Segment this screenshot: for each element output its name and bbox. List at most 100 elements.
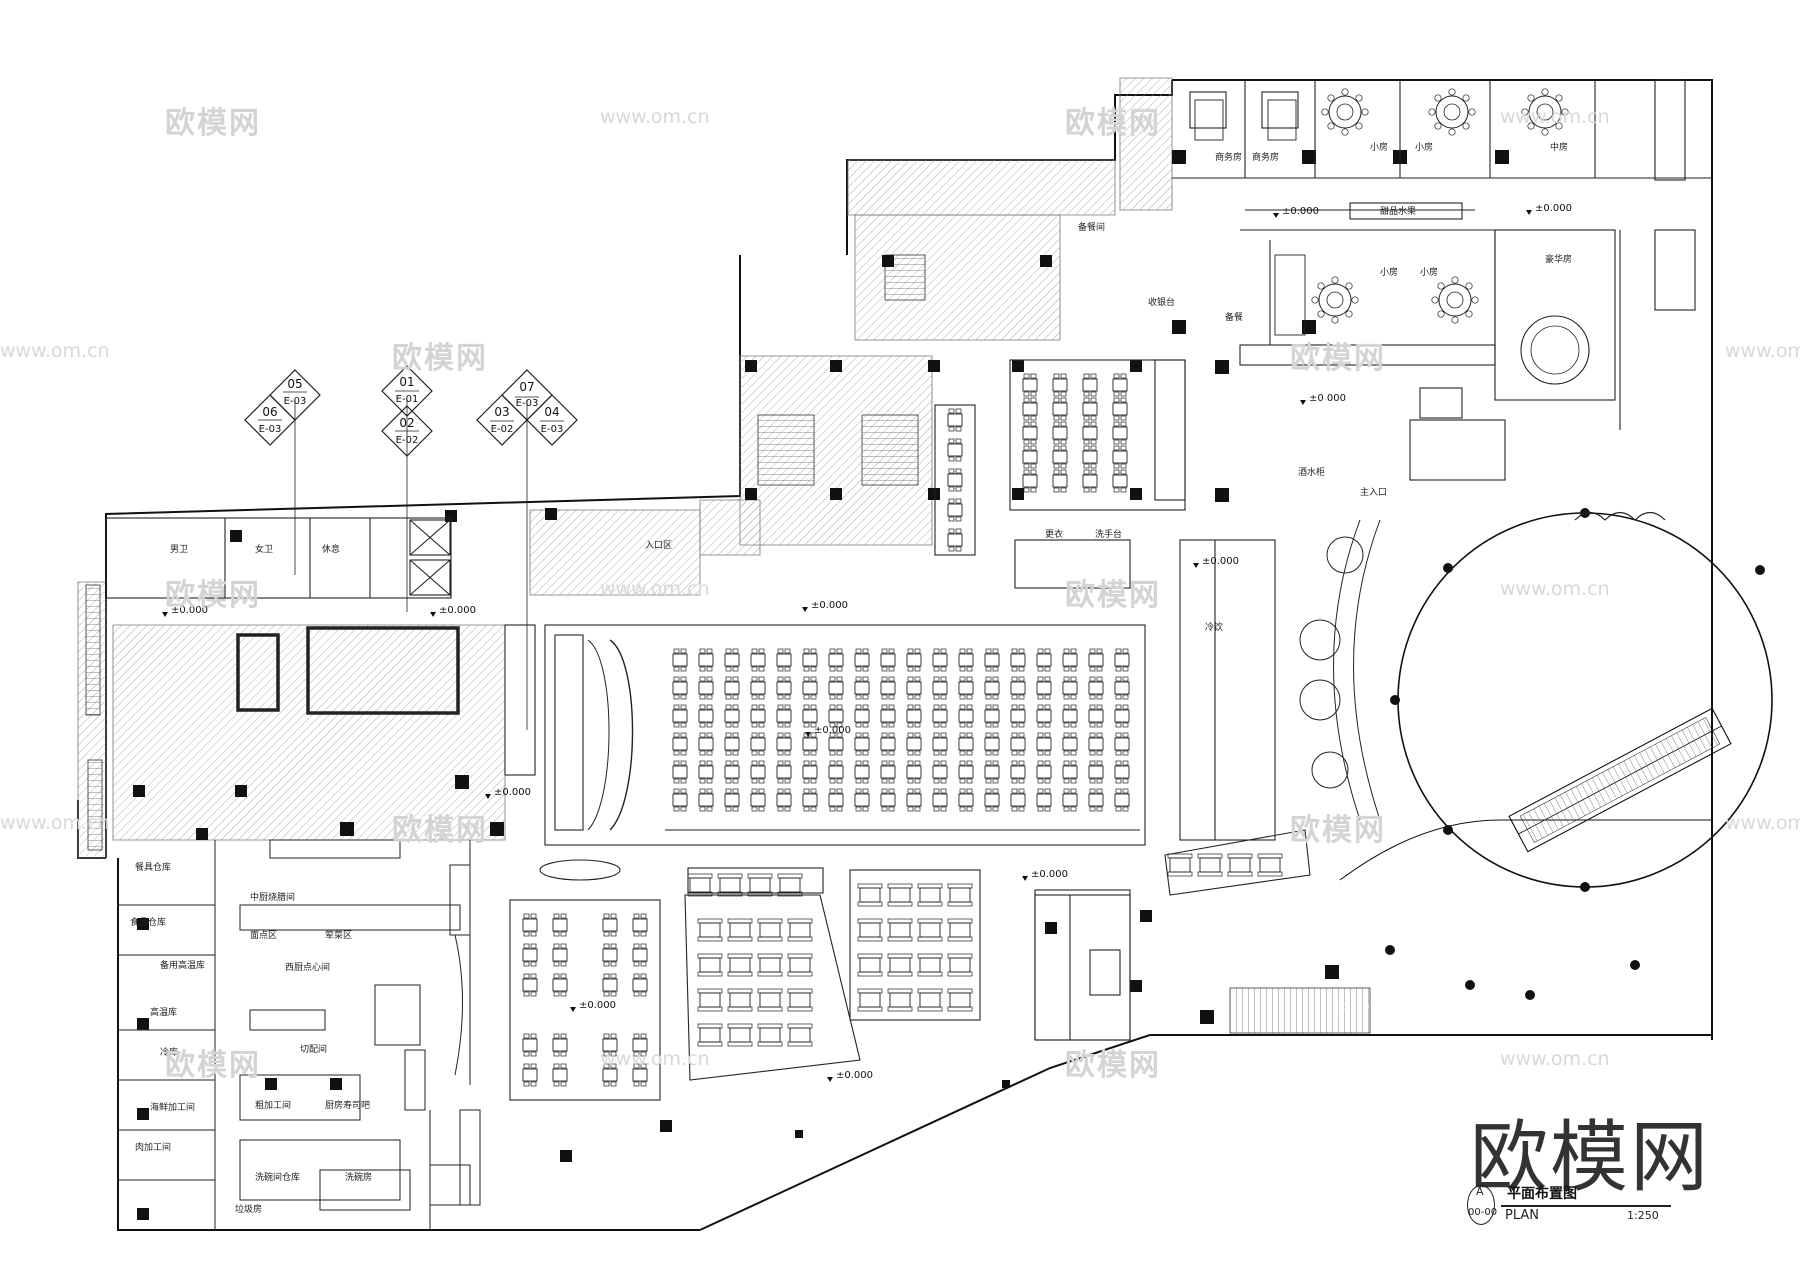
dining-table bbox=[672, 788, 688, 812]
dining-table bbox=[1088, 676, 1104, 700]
dining-table bbox=[1112, 469, 1128, 493]
watermark-url: www.om.cn bbox=[1725, 812, 1800, 834]
booth-table bbox=[757, 953, 783, 977]
dining-table bbox=[828, 732, 844, 756]
dining-table bbox=[1062, 676, 1078, 700]
dining-table bbox=[1022, 469, 1038, 493]
dining-table bbox=[947, 468, 963, 492]
elevation-label: ±0.000 bbox=[1535, 203, 1572, 214]
room-label: 洗手台 bbox=[1095, 528, 1122, 540]
atrium bbox=[1339, 512, 1773, 888]
room-label: 小房 bbox=[1380, 266, 1398, 278]
booth-table bbox=[887, 988, 913, 1012]
dining-table bbox=[552, 913, 568, 937]
sheet-symbol bbox=[1467, 1185, 1495, 1225]
watermark-url: www.om.cn bbox=[1500, 578, 1610, 600]
booth-table bbox=[857, 918, 883, 942]
marker-2-top-ref: E-01 bbox=[396, 394, 419, 405]
dining-table bbox=[932, 788, 948, 812]
dining-table bbox=[828, 760, 844, 784]
dining-table bbox=[1088, 648, 1104, 672]
dining-table bbox=[828, 676, 844, 700]
dining-table bbox=[776, 648, 792, 672]
dining-table bbox=[1114, 788, 1130, 812]
booth-table bbox=[757, 1023, 783, 1047]
watermark-brand: 欧模网 bbox=[165, 578, 261, 613]
dining-table bbox=[552, 1063, 568, 1087]
structural-columns bbox=[133, 150, 1509, 1220]
elevation-label: ±0.000 bbox=[1332, 1002, 1369, 1013]
dining-table bbox=[802, 732, 818, 756]
room-label: 小房 bbox=[1420, 266, 1438, 278]
dining-table bbox=[906, 648, 922, 672]
dining-table bbox=[1036, 648, 1052, 672]
room-label: 粗加工间 bbox=[255, 1099, 291, 1111]
booth-table bbox=[787, 988, 813, 1012]
dining-table bbox=[1052, 469, 1068, 493]
dining-table bbox=[1036, 676, 1052, 700]
dining-table bbox=[1088, 788, 1104, 812]
dining-table bbox=[906, 732, 922, 756]
dining-table bbox=[1062, 648, 1078, 672]
room-label: 入口区 bbox=[645, 540, 672, 551]
dining-table bbox=[906, 788, 922, 812]
booth-table bbox=[887, 953, 913, 977]
dining-table bbox=[1082, 397, 1098, 421]
room-label: 女卫 bbox=[255, 543, 273, 555]
dining-table bbox=[802, 676, 818, 700]
dining-table bbox=[984, 704, 1000, 728]
dining-table bbox=[1036, 788, 1052, 812]
booth-table bbox=[887, 918, 913, 942]
room-label: 垃圾房 bbox=[235, 1203, 262, 1215]
dining-table bbox=[776, 788, 792, 812]
watermark-url: www.om.cn bbox=[600, 1048, 710, 1070]
watermark-url: www.om.cn bbox=[600, 578, 710, 600]
watermark-url: www.om.cn bbox=[1500, 106, 1610, 128]
elevation-label: ±0.000 bbox=[1282, 206, 1319, 217]
booth-table bbox=[917, 988, 943, 1012]
dining-table bbox=[1010, 732, 1026, 756]
dining-table bbox=[1114, 676, 1130, 700]
dining-table bbox=[602, 913, 618, 937]
booth-table bbox=[917, 883, 943, 907]
dining-table bbox=[552, 1033, 568, 1057]
elevation-label: ±0.000 bbox=[171, 605, 208, 616]
booth-table bbox=[727, 988, 753, 1012]
dining-table bbox=[984, 732, 1000, 756]
dining-table bbox=[602, 943, 618, 967]
dining-table bbox=[1112, 397, 1128, 421]
booth-table bbox=[787, 918, 813, 942]
room-label: 豪华房 bbox=[1545, 253, 1572, 265]
dining-table bbox=[776, 732, 792, 756]
room-labels: 商务房 商务房 小房 小房 中房 甜品水果 小房 小房 豪华房 收银台 备餐 主… bbox=[130, 141, 1572, 1215]
dining-table bbox=[552, 973, 568, 997]
dining-table bbox=[1082, 445, 1098, 469]
hall-tables bbox=[672, 648, 1130, 812]
room-label: 小房 bbox=[1370, 141, 1388, 153]
dining-table bbox=[602, 973, 618, 997]
booth-table bbox=[887, 883, 913, 907]
booth-table bbox=[757, 988, 783, 1012]
room-label: 洗碗间仓库 bbox=[255, 1171, 300, 1183]
room-label: 肉加工间 bbox=[135, 1141, 171, 1153]
watermark-brand: 欧模网 bbox=[1290, 341, 1386, 376]
dining-table bbox=[828, 788, 844, 812]
marker-2-bot-ref: E-02 bbox=[396, 435, 419, 446]
dining-table bbox=[1088, 732, 1104, 756]
room-label: 厨房寿司吧 bbox=[325, 1099, 370, 1111]
marker-1-top-ref: E-03 bbox=[284, 396, 307, 407]
drawing-scale: 1:250 bbox=[1627, 1209, 1659, 1222]
lower-right-rooms bbox=[1034, 894, 1131, 1041]
dining-table bbox=[776, 760, 792, 784]
elevation-label: ±0.000 bbox=[1202, 556, 1239, 567]
room-label: 中房 bbox=[1550, 141, 1568, 153]
dining-table bbox=[750, 788, 766, 812]
room-label: 备餐 bbox=[1225, 311, 1243, 323]
marker-3-top-ref: E-03 bbox=[516, 398, 539, 409]
booth-table bbox=[1167, 853, 1193, 877]
room-label: 酒水柜 bbox=[1298, 466, 1325, 478]
dining-table bbox=[880, 788, 896, 812]
room-label: 高温库 bbox=[150, 1006, 177, 1018]
watermark-url: www.om.cn bbox=[1500, 1048, 1610, 1070]
dining-table bbox=[1010, 704, 1026, 728]
